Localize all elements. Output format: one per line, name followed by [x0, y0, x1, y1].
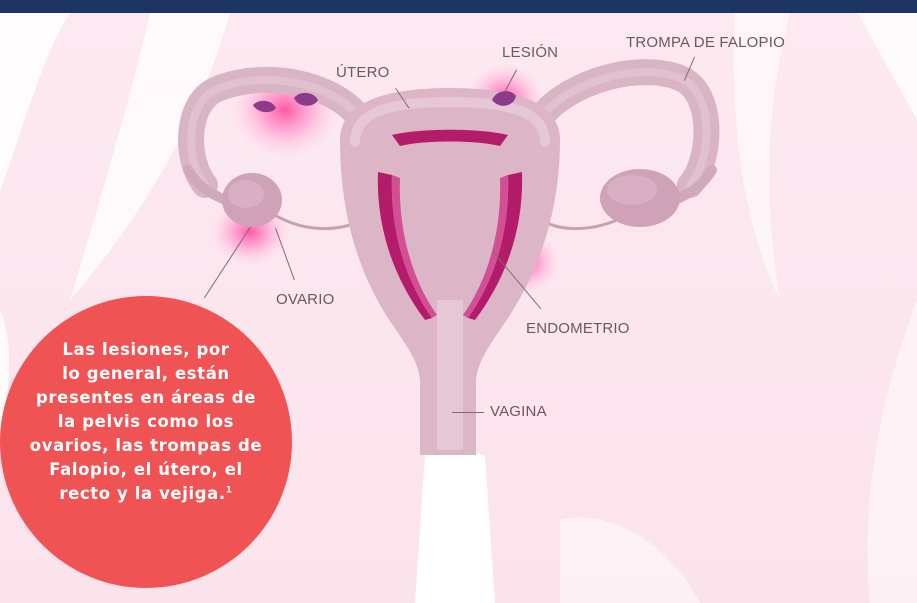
callout-line: Las lesiones, por [62, 340, 230, 359]
header-bar [0, 0, 917, 13]
callout-line: presentes en áreas de [36, 388, 256, 407]
label-ovario: OVARIO [276, 291, 335, 308]
lesion-spot-right [492, 91, 516, 106]
label-vagina: VAGINA [490, 403, 547, 420]
label-endometrio: ENDOMETRIO [526, 320, 630, 337]
footnote-marker: 1 [225, 485, 233, 496]
callout-line: ovarios, las trompas de [29, 436, 263, 455]
label-trompa-de-falopio: TROMPA DE FALOPIO [626, 34, 785, 51]
fallopian-tube-right [527, 59, 720, 198]
lesion-spot-left-2 [294, 92, 318, 106]
label-lesion: LESIÓN [502, 44, 559, 61]
callout-line: recto y la vejiga. [59, 484, 226, 503]
label-utero: ÚTERO [336, 64, 390, 81]
leader-line-vagina [452, 412, 484, 414]
callout-line: la pelvis como los [57, 412, 235, 431]
lesion-spot-left-1 [253, 100, 276, 113]
callout-line: Falopio, el útero, el [49, 460, 243, 479]
callout-text: Las lesiones, por lo general, están pres… [3, 338, 289, 506]
callout-circle [0, 296, 292, 588]
endometrium-lining [392, 129, 508, 146]
callout-line: lo general, están [62, 364, 230, 383]
callout-line-last: recto y la vejiga.1 [3, 482, 289, 506]
